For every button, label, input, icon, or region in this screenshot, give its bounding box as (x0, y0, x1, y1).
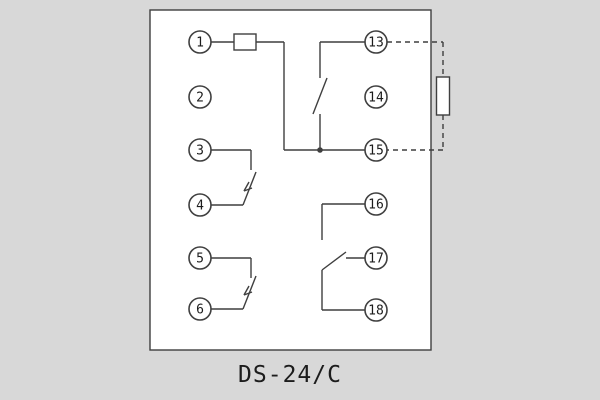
terminal-label: 3 (196, 144, 204, 159)
terminal-label: 17 (368, 252, 384, 267)
contact-blade (312, 77, 328, 115)
contact-3-4 (211, 149, 257, 206)
diagram-caption: DS-24/C (238, 362, 342, 388)
terminal-3: 3 (188, 138, 212, 162)
external-resistor-symbol (435, 76, 451, 116)
contact-5-6 (211, 257, 257, 310)
terminal-4: 4 (188, 193, 212, 217)
terminal-circle (188, 297, 212, 321)
terminal-label: 2 (196, 91, 204, 106)
terminal-label: 5 (196, 252, 204, 267)
terminal-label: 14 (368, 91, 384, 106)
terminal-circle (364, 192, 388, 216)
terminal-circle (188, 30, 212, 54)
delay-arrow-icon (243, 187, 253, 192)
terminal-label: 16 (368, 198, 384, 213)
delay-arrow-icon (243, 181, 250, 192)
terminal-17: 17 (364, 246, 388, 270)
terminal-circle (364, 30, 388, 54)
terminal-6: 6 (188, 297, 212, 321)
terminal-circle (188, 193, 212, 217)
terminal-circle (364, 85, 388, 109)
contact-16-17-18 (321, 203, 365, 311)
terminal-15: 15 (364, 138, 388, 162)
terminal-label: 1 (196, 36, 204, 51)
contact-13-15 (312, 41, 365, 153)
delay-arrow-icon (243, 285, 250, 296)
circuit-1-15 (211, 33, 365, 151)
terminal-label: 15 (368, 144, 384, 159)
coil-symbol (233, 33, 257, 51)
terminal-16: 16 (364, 192, 388, 216)
terminal-13: 13 (364, 30, 388, 54)
junction-dot (317, 147, 323, 153)
terminal-2: 2 (188, 85, 212, 109)
external-connection-dashed (387, 41, 451, 151)
terminal-circle (364, 138, 388, 162)
terminal-label: 18 (368, 304, 384, 319)
terminal-label: 4 (196, 199, 204, 214)
terminal-18: 18 (364, 298, 388, 322)
delay-arrow-icon (243, 291, 253, 296)
terminal-1: 1 (188, 30, 212, 54)
terminal-circle (188, 138, 212, 162)
terminal-14: 14 (364, 85, 388, 109)
contact-blade (321, 251, 347, 271)
terminal-circle (364, 298, 388, 322)
relay-case-outline (149, 9, 432, 351)
terminal-circle (188, 246, 212, 270)
terminal-label: 13 (368, 36, 384, 51)
terminal-circle (364, 246, 388, 270)
terminal-label: 6 (196, 303, 204, 318)
terminal-circle (188, 85, 212, 109)
terminal-5: 5 (188, 246, 212, 270)
